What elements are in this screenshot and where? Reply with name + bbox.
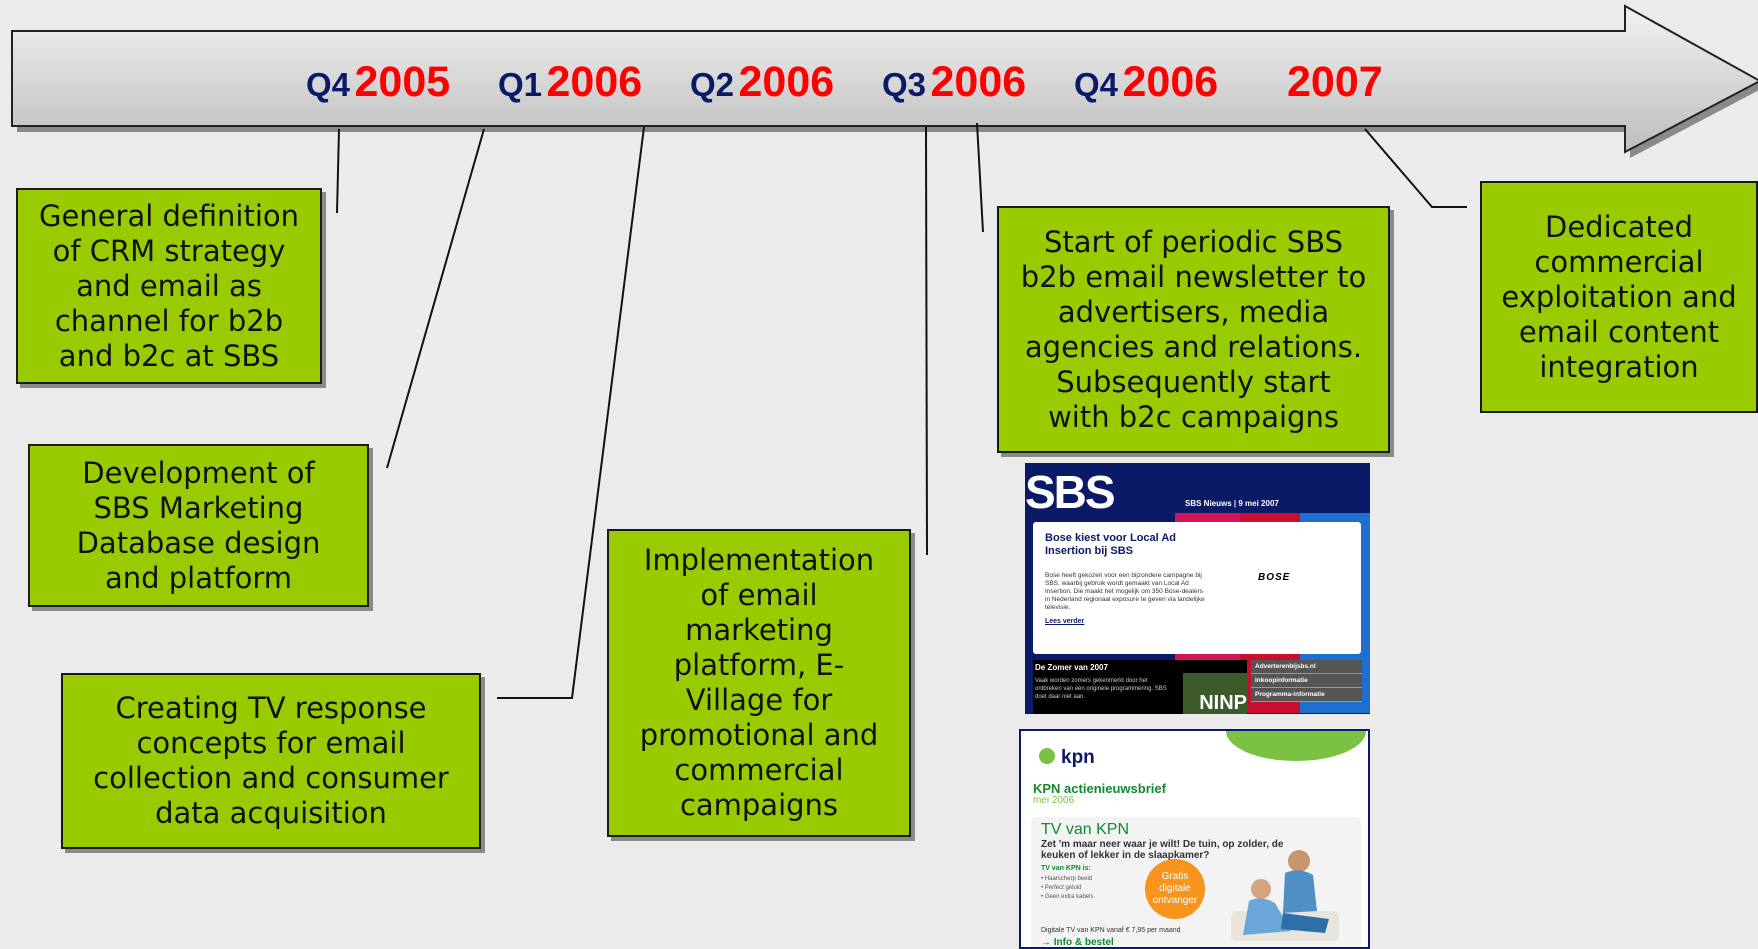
box-line: channel for b2b bbox=[54, 303, 284, 338]
kpn-product: TV van KPN bbox=[1041, 821, 1130, 838]
period-2007: 2007 bbox=[1287, 58, 1383, 107]
box-line: and email as bbox=[76, 268, 262, 303]
box-line: email content bbox=[1518, 314, 1720, 349]
kpn-offer-badge: Gratis digitale ontvanger bbox=[1145, 859, 1205, 919]
connector-q1-2006 bbox=[386, 128, 485, 469]
badge-line: Gratis bbox=[1161, 871, 1189, 882]
kpn-logo: kpn bbox=[1061, 747, 1095, 768]
period-q2-2006: Q2 2006 bbox=[690, 58, 834, 107]
box-line: and b2c at SBS bbox=[58, 338, 280, 373]
period-year: 2006 bbox=[930, 58, 1027, 106]
milestone-marketing-database: Development of SBS Marketing Database de… bbox=[28, 444, 369, 607]
box-line: agencies and relations. bbox=[1024, 329, 1363, 364]
milestone-dedicated-exploitation: Dedicated commercial exploitation and em… bbox=[1480, 181, 1758, 413]
box-line: data acquisition bbox=[155, 796, 387, 830]
period-year: 2006 bbox=[738, 58, 835, 106]
box-line: b2b email newsletter to bbox=[1020, 259, 1367, 294]
kpn-logo-icon bbox=[1039, 748, 1055, 764]
kpn-feature: • Haarscherp beeld bbox=[1041, 876, 1093, 882]
kpn-title: KPN actienieuwsbrief bbox=[1033, 781, 1166, 796]
box-line: General definition bbox=[38, 198, 299, 233]
period-quarter: Q1 bbox=[498, 66, 543, 103]
box-line: Development of bbox=[82, 455, 315, 490]
box-line: advertisers, media bbox=[1057, 294, 1330, 329]
connector-2007 bbox=[1364, 128, 1467, 208]
box-line: SBS Marketing bbox=[93, 490, 304, 525]
box-line: commercial bbox=[674, 753, 844, 787]
kpn-info-link: → Info & bestel bbox=[1041, 937, 1114, 948]
box-line: commercial bbox=[1534, 244, 1704, 279]
period-quarter: Q4 bbox=[306, 66, 351, 103]
box-line: and platform bbox=[104, 560, 292, 595]
sbs-menu-item: Adverterenbijsbs.nl bbox=[1251, 660, 1362, 674]
period-year: 2005 bbox=[354, 58, 451, 106]
box-line: marketing bbox=[685, 613, 833, 647]
badge-line: digitale bbox=[1159, 883, 1191, 894]
box-line: with b2c campaigns bbox=[1048, 399, 1339, 434]
box-line: promotional and bbox=[639, 718, 879, 752]
badge-line: ontvanger bbox=[1152, 895, 1198, 906]
box-line: collection and consumer bbox=[93, 761, 449, 795]
sbs-logo: SBS bbox=[1025, 466, 1116, 518]
box-line: Implementation bbox=[643, 543, 875, 577]
box-line: Subsequently start bbox=[1056, 364, 1331, 399]
box-line: platform, E- bbox=[673, 648, 845, 682]
swoosh-decor bbox=[1226, 731, 1366, 761]
connector-q2-2006 bbox=[497, 126, 645, 699]
connector-q3-2006 bbox=[925, 126, 928, 556]
box-line: Database design bbox=[76, 525, 321, 560]
sbs-promo-image: NINP bbox=[1183, 673, 1247, 714]
connector-q4-2006 bbox=[976, 122, 984, 233]
kpn-feature: • Perfect geluid bbox=[1041, 885, 1082, 891]
couple-photo bbox=[1231, 850, 1339, 941]
box-line: integration bbox=[1539, 349, 1699, 384]
period-quarter: Q3 bbox=[882, 66, 927, 103]
period-year: 2006 bbox=[546, 58, 643, 106]
sbs-article-card: Bose kiest voor Local Ad Insertion bij S… bbox=[1033, 522, 1361, 654]
box-line: Start of periodic SBS bbox=[1043, 224, 1344, 259]
period-q3-2006: Q3 2006 bbox=[882, 58, 1026, 107]
kpn-tagline: Zet 'm maar neer waar je wilt! De tuin, … bbox=[1041, 839, 1284, 861]
timeline-arrow bbox=[11, 4, 1758, 154]
sbs-newsletter-thumbnail: SBS SBS Nieuws | 9 mei 2007 Bose kiest v… bbox=[1025, 463, 1370, 714]
period-quarter: Q4 bbox=[1074, 66, 1119, 103]
box-line: concepts for email bbox=[136, 726, 406, 760]
milestone-tv-response: Creating TV response concepts for email … bbox=[61, 673, 481, 849]
sbs-section-title: De Zomer van 2007 bbox=[1035, 663, 1108, 672]
period-year: 2006 bbox=[1122, 58, 1219, 106]
sbs-menu-item: Programma-informatie bbox=[1251, 688, 1362, 702]
milestone-sbs-newsletter: Start of periodic SBS b2b email newslett… bbox=[997, 206, 1390, 453]
period-q4-2006: Q4 2006 bbox=[1074, 58, 1218, 107]
sbs-read-more: Lees verder bbox=[1045, 618, 1085, 625]
box-line: Village for bbox=[685, 683, 833, 717]
kpn-list-heading: TV van KPN is: bbox=[1041, 865, 1091, 872]
box-line: campaigns bbox=[679, 788, 839, 822]
box-line: of CRM strategy bbox=[52, 233, 286, 268]
sbs-headline: Bose kiest voor Local Ad Insertion bij S… bbox=[1045, 532, 1177, 557]
sbs-menu-item: Inkoopinformatie bbox=[1251, 674, 1362, 688]
period-year: 2007 bbox=[1287, 58, 1383, 106]
kpn-newsletter-thumbnail: kpn KPN actienieuwsbrief mei 2006 TV van… bbox=[1019, 729, 1370, 949]
sbs-menu: Adverterenbijsbs.nl Inkoopinformatie Pro… bbox=[1251, 660, 1362, 702]
kpn-feature: • Geen extra kabels bbox=[1041, 894, 1094, 900]
kpn-feature-list: • Haarscherp beeld • Perfect geluid • Ge… bbox=[1041, 875, 1093, 902]
sbs-date: SBS Nieuws | 9 mei 2007 bbox=[1185, 499, 1279, 508]
milestone-crm-strategy: General definition of CRM strategy and e… bbox=[16, 188, 322, 384]
kpn-price: Digitale TV van KPN vanaf € 7,95 per maa… bbox=[1041, 927, 1181, 934]
milestone-email-platform: Implementation of email marketing platfo… bbox=[607, 529, 911, 837]
sbs-body: Bose heeft gekozen voor een bijzondere c… bbox=[1045, 572, 1205, 611]
connector-q4-2005 bbox=[336, 128, 340, 214]
box-line: Dedicated bbox=[1545, 209, 1693, 244]
sbs-section-body: Vaak worden zomers gekenmerkt door het o… bbox=[1035, 678, 1167, 700]
box-line: of email bbox=[700, 578, 818, 612]
period-q4-2005: Q4 2005 bbox=[306, 58, 450, 107]
period-quarter: Q2 bbox=[690, 66, 735, 103]
bose-logo: BOSE bbox=[1258, 572, 1291, 583]
period-q1-2006: Q1 2006 bbox=[498, 58, 642, 107]
kpn-subtitle: mei 2006 bbox=[1033, 795, 1075, 806]
box-line: Creating TV response bbox=[115, 691, 427, 725]
box-line: exploitation and bbox=[1501, 279, 1737, 314]
